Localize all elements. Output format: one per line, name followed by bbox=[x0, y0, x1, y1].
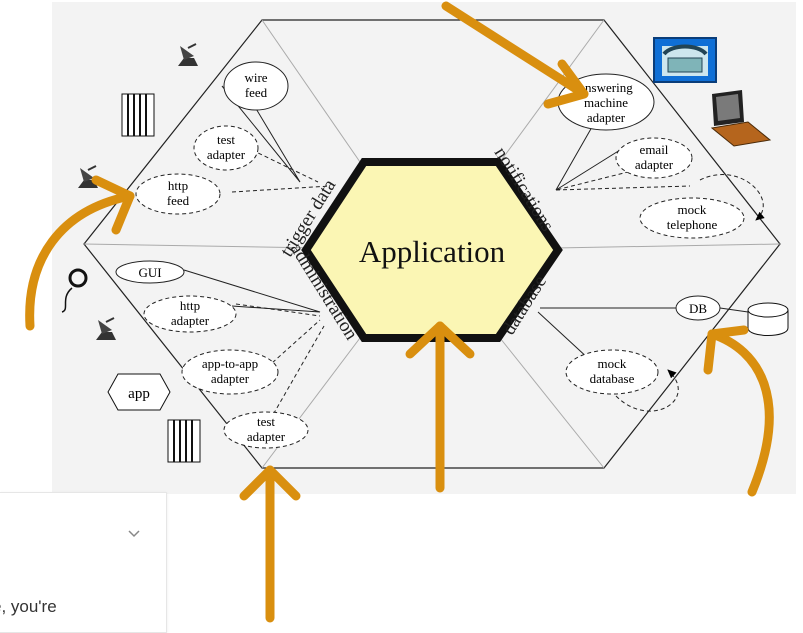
chevron-down-icon[interactable] bbox=[126, 527, 142, 541]
svg-text:adapter: adapter bbox=[247, 429, 286, 444]
arrow-to-db bbox=[707, 329, 774, 497]
database-cylinder-icon bbox=[747, 302, 789, 336]
collapsed-panel[interactable]: e, you're bbox=[0, 492, 167, 633]
svg-text:feed: feed bbox=[167, 193, 190, 208]
svg-text:app-to-app: app-to-app bbox=[202, 356, 258, 371]
svg-text:email: email bbox=[640, 142, 669, 157]
adapter-mock-telephone: mock telephone bbox=[639, 197, 745, 239]
svg-text:answering: answering bbox=[579, 80, 633, 95]
adapter-gui: GUI bbox=[115, 260, 185, 284]
svg-text:test: test bbox=[217, 132, 235, 147]
adapter-mock-database: mock database bbox=[565, 349, 659, 395]
arrow-head bbox=[543, 59, 589, 109]
adapter-email: email adapter bbox=[615, 137, 693, 179]
svg-text:feed: feed bbox=[245, 85, 268, 100]
right-connections bbox=[537, 119, 749, 361]
application-hexagon bbox=[301, 158, 563, 342]
laptop-icon bbox=[710, 90, 772, 147]
arrow-to-http-feed bbox=[25, 191, 135, 331]
adapter-test-bottom: test adapter bbox=[223, 411, 309, 449]
arrow-to-answering-machine bbox=[441, 1, 589, 99]
building-icon bbox=[121, 93, 155, 137]
spoke-lines bbox=[83, 19, 781, 469]
arrow-head bbox=[405, 321, 475, 359]
adapter-test-top: test adapter bbox=[193, 125, 259, 171]
svg-text:adapter: adapter bbox=[635, 157, 674, 172]
building-icon bbox=[167, 419, 201, 463]
svg-text:adapter: adapter bbox=[171, 313, 210, 328]
satellite-dish-icon bbox=[178, 43, 198, 66]
svg-text:telephone: telephone bbox=[667, 217, 718, 232]
arrow-head bbox=[91, 175, 135, 235]
svg-text:machine: machine bbox=[584, 95, 628, 110]
panel-text-snippet: e, you're bbox=[0, 597, 57, 616]
svg-text:wire: wire bbox=[244, 70, 267, 85]
svg-text:http: http bbox=[168, 178, 188, 193]
telephone-icon bbox=[653, 37, 717, 83]
adapter-http: http adapter bbox=[143, 295, 237, 333]
adapter-db: DB bbox=[675, 295, 721, 321]
database-loop bbox=[615, 369, 679, 412]
svg-text:adapter: adapter bbox=[207, 147, 246, 162]
person-icon bbox=[61, 268, 88, 313]
svg-text:GUI: GUI bbox=[138, 265, 161, 280]
svg-text:test: test bbox=[257, 414, 275, 429]
annotation-arrows bbox=[25, 1, 774, 623]
arrow-head bbox=[239, 465, 301, 501]
svg-text:database: database bbox=[590, 371, 635, 386]
svg-text:mock: mock bbox=[598, 356, 627, 371]
adapter-http-feed: http feed bbox=[135, 173, 221, 215]
svg-text:DB: DB bbox=[689, 301, 707, 316]
center-label: Application bbox=[359, 234, 506, 269]
adapter-wire-feed: wire feed bbox=[223, 61, 289, 111]
adapter-app-to-app: app-to-app adapter bbox=[181, 349, 279, 395]
left-connections bbox=[183, 85, 331, 421]
telephone-loop bbox=[699, 174, 765, 221]
svg-text:adapter: adapter bbox=[211, 371, 250, 386]
svg-text:app: app bbox=[128, 386, 150, 402]
satellite-dish-icon bbox=[96, 317, 116, 340]
svg-text:adapter: adapter bbox=[587, 110, 626, 125]
svg-text:http: http bbox=[180, 298, 200, 313]
svg-text:mock: mock bbox=[678, 202, 707, 217]
arrow-head bbox=[703, 325, 749, 375]
app-actor: app bbox=[107, 373, 171, 411]
